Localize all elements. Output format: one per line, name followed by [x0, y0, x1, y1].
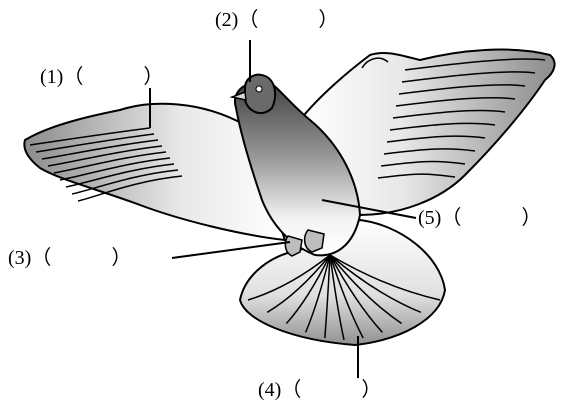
- leader-line-3: [172, 242, 290, 258]
- label-2: (2)（ ）: [215, 10, 338, 30]
- label-3: (3)（ ）: [8, 248, 131, 268]
- label-4: (4)（ ）: [258, 380, 381, 400]
- label-5: (5)（ ）: [418, 208, 541, 228]
- label-1: (1)（ ）: [40, 67, 163, 87]
- eye: [256, 86, 262, 92]
